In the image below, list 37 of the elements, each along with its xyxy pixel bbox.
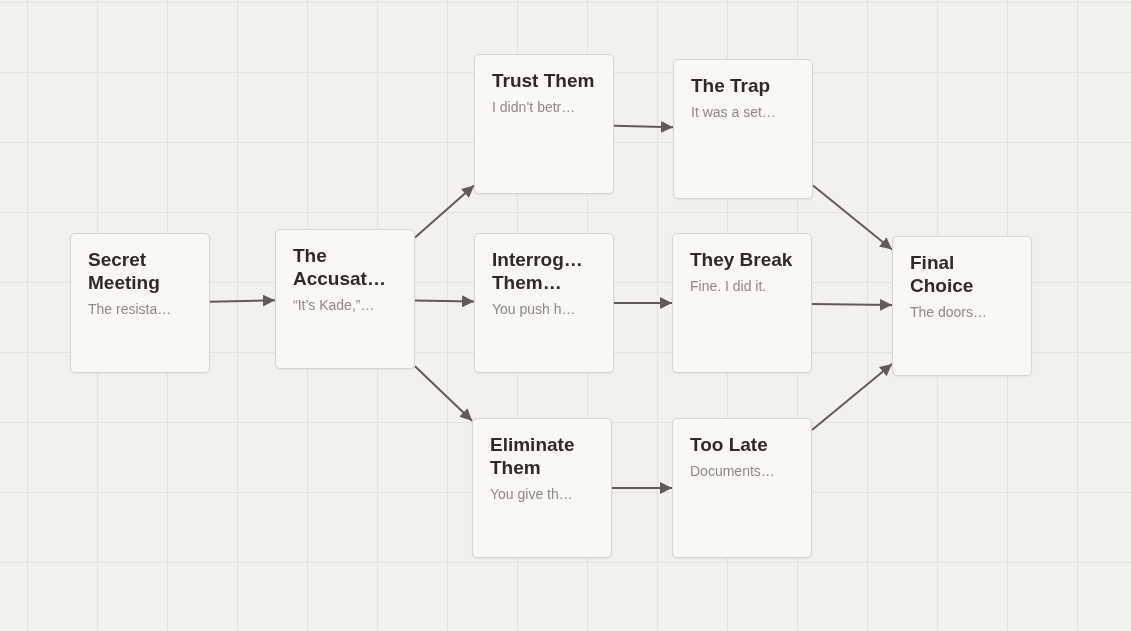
arrow [209, 294, 276, 307]
scene-title: They Break [690, 248, 794, 271]
scene-title: Final Choice [910, 251, 975, 297]
scene-summary: Documents… [690, 462, 776, 480]
scene-summary: “It’s Kade,”… [293, 296, 376, 314]
scene-card [673, 59, 813, 199]
arrow [414, 184, 475, 239]
scene-summary: You give th… [490, 485, 574, 503]
arrow [414, 365, 473, 422]
scene-card [275, 229, 415, 369]
scene-title: The Accusat… [293, 244, 387, 290]
scene-card [472, 418, 612, 558]
scene-summary: I didn’t betr… [492, 98, 577, 116]
scene-title: Secret Meeting [88, 248, 161, 294]
scene-summary: The resista… [88, 300, 173, 318]
arrow [611, 482, 673, 494]
scene-summary: You push h… [492, 300, 577, 318]
scene-card [70, 233, 210, 373]
scene-card [672, 233, 812, 373]
scene-summary: Fine. I did it. [690, 277, 768, 295]
scene-title: Trust Them [492, 69, 596, 92]
scene-card [474, 233, 614, 373]
arrow [811, 298, 893, 311]
scene-summary: It was a set… [691, 103, 777, 121]
scene-card [672, 418, 812, 558]
arrow [613, 297, 673, 309]
scene-title: Eliminate Them [490, 433, 576, 479]
scene-summary: The doors… [910, 303, 989, 321]
scene-title: The Trap [691, 74, 772, 97]
arrow [613, 120, 674, 133]
scene-card [474, 54, 614, 194]
scene-title: Too Late [690, 433, 769, 456]
arrow [414, 295, 475, 308]
arrow [811, 362, 893, 432]
scene-title: Interrog… Them… [492, 248, 584, 294]
arrow [812, 184, 893, 251]
scene-card [892, 236, 1032, 376]
